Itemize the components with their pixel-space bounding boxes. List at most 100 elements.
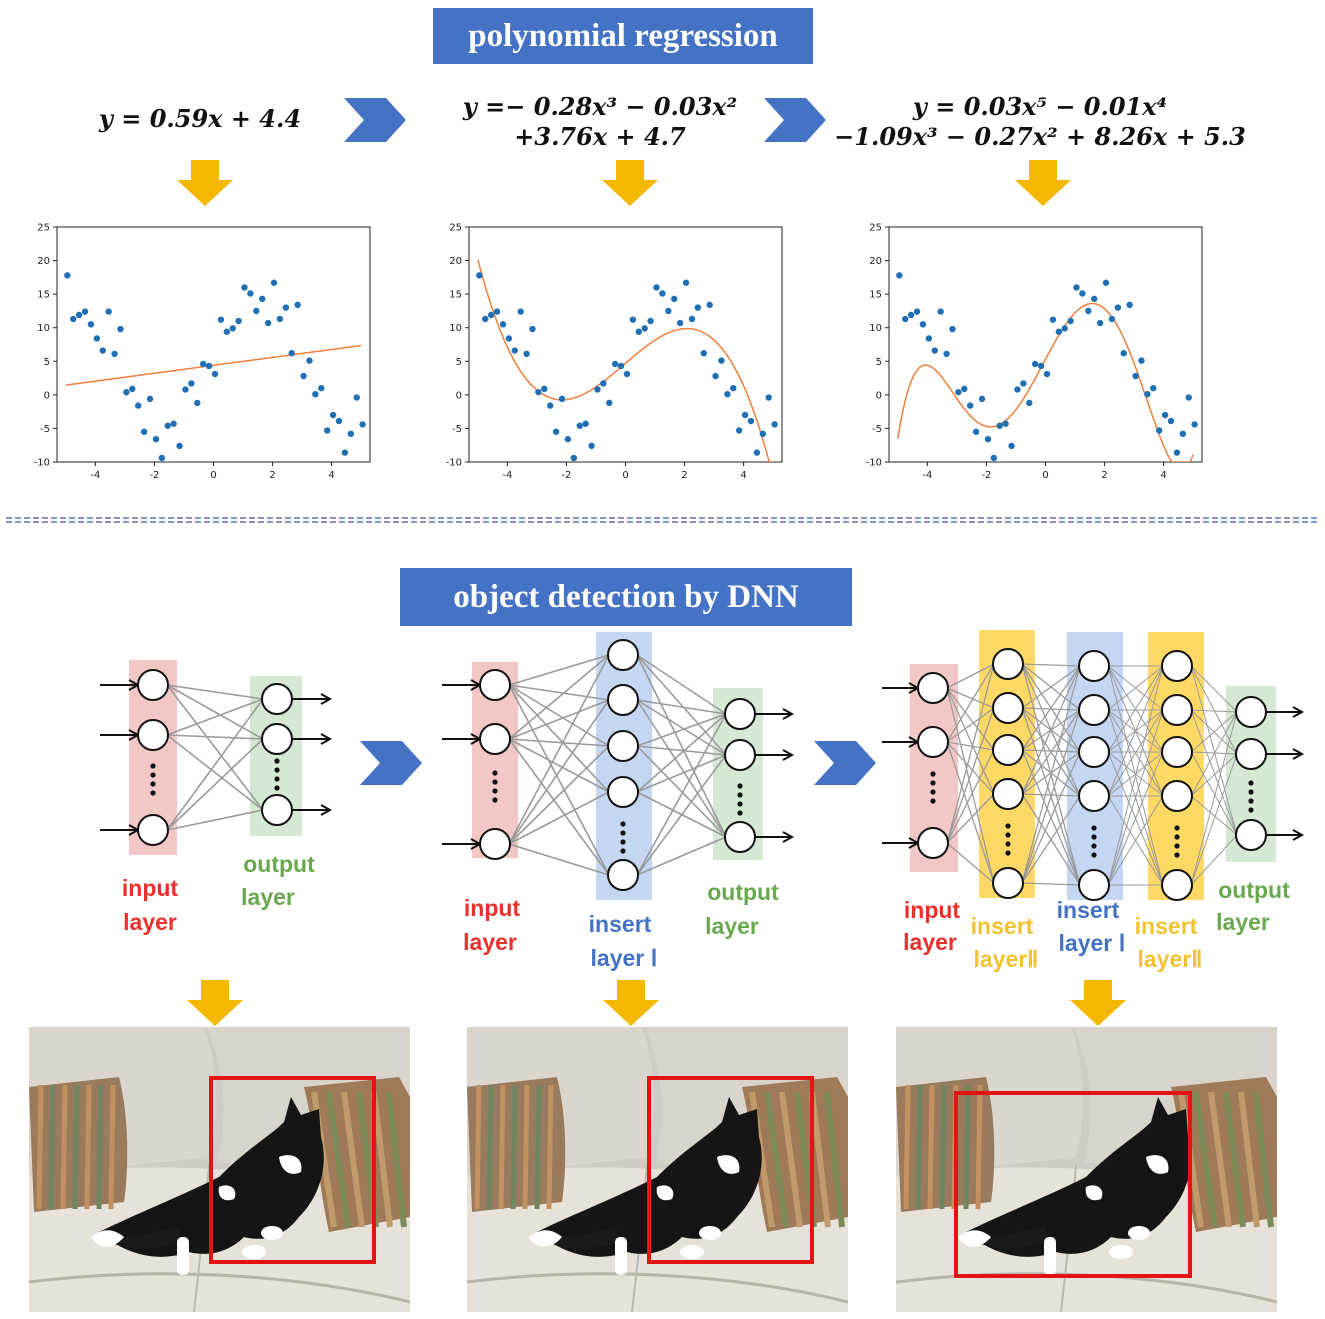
data-point <box>541 385 548 393</box>
data-point <box>1014 386 1021 393</box>
chevron-right-icon <box>814 741 876 785</box>
arrow-head <box>1292 748 1305 760</box>
neuron-node <box>607 776 639 808</box>
data-point <box>961 385 968 393</box>
data-point <box>1132 372 1139 380</box>
data-point <box>552 428 560 435</box>
data-point <box>93 335 101 342</box>
connection <box>946 687 995 709</box>
ellipsis-dot <box>1005 850 1011 856</box>
connection <box>166 734 264 811</box>
neuron-node <box>1161 780 1193 812</box>
connection <box>636 699 727 838</box>
arrow-down-icon <box>1015 160 1071 206</box>
insert-layer-1-label: layer Ⅰ <box>1059 930 1126 956</box>
ellipsis-dot <box>930 780 936 786</box>
ellipsis-dot <box>1091 852 1097 858</box>
data-point <box>1150 384 1157 392</box>
connection <box>166 734 264 740</box>
data-point <box>146 395 154 403</box>
plot-area <box>56 226 371 463</box>
data-point <box>235 317 242 325</box>
connection <box>946 687 995 751</box>
data-point <box>741 411 749 419</box>
data-point <box>318 384 325 392</box>
x-tick-label: 4 <box>328 470 334 480</box>
ellipsis-dot <box>737 801 743 807</box>
data-point <box>81 308 89 315</box>
insert-layer-1-label: insert <box>589 911 652 937</box>
data-point <box>1102 279 1110 286</box>
neuron-node <box>607 859 639 891</box>
data-point <box>925 335 933 342</box>
cat-photo-3 <box>896 1027 1277 1312</box>
input-layer-label: layer <box>463 929 517 955</box>
ellipsis-dot <box>737 810 743 816</box>
y-tick-label: -10 <box>446 458 462 469</box>
connection <box>636 654 727 756</box>
connection <box>508 699 610 740</box>
data-point <box>217 316 225 323</box>
data-point <box>1144 390 1151 398</box>
x-tick-label: 4 <box>1160 470 1166 480</box>
arrow-down-icon <box>602 160 658 206</box>
data-point <box>759 430 767 437</box>
data-point <box>75 311 83 319</box>
network-deep: input layer insert layerⅡ insert layer Ⅰ… <box>882 630 1305 972</box>
neuron-node <box>1161 869 1193 901</box>
neuron-node <box>724 739 756 771</box>
data-point <box>718 357 725 364</box>
ellipsis-dot <box>274 767 280 773</box>
data-point <box>682 279 690 286</box>
data-point <box>765 394 772 401</box>
data-point <box>535 388 542 396</box>
ellipsis-dot <box>620 848 626 854</box>
connection <box>1107 665 1164 797</box>
data-point <box>735 427 743 434</box>
data-point <box>665 307 672 315</box>
y-tick-label: 10 <box>869 323 882 334</box>
y-tick-label: 25 <box>37 223 50 234</box>
y-tick-label: 5 <box>44 357 50 368</box>
connection <box>508 843 610 876</box>
cat-bounding-box-tight <box>647 1076 814 1264</box>
connection <box>508 738 610 876</box>
ellipsis-dot <box>1174 834 1180 840</box>
data-point <box>907 311 915 319</box>
y-tick-label: 15 <box>37 290 50 301</box>
data-point <box>194 399 201 407</box>
data-point <box>1079 290 1086 297</box>
neuron-node <box>1078 736 1110 768</box>
neuron-node <box>917 827 949 859</box>
y-tick-label: 25 <box>449 223 462 234</box>
data-point <box>87 321 95 328</box>
data-point <box>635 328 642 335</box>
connection <box>1021 665 1081 795</box>
data-point <box>229 325 236 332</box>
ellipsis-dot <box>150 781 156 787</box>
data-point <box>323 427 331 434</box>
y-tick-label: 20 <box>869 256 882 267</box>
ellipsis-dot <box>1005 832 1011 838</box>
regression-title: polynomial regression <box>433 8 813 64</box>
connection <box>946 687 995 795</box>
insert-layer-2-label: layerⅡ <box>973 946 1038 972</box>
ellipsis-dot <box>1174 843 1180 849</box>
connection <box>166 684 264 811</box>
y-tick-label: 25 <box>869 223 882 234</box>
data-point <box>211 370 219 378</box>
x-tick-label: 0 <box>622 470 628 480</box>
neuron-node <box>1235 696 1267 728</box>
connection <box>946 707 995 743</box>
data-point <box>64 272 71 279</box>
ellipsis-dot <box>930 798 936 804</box>
connection <box>636 745 727 756</box>
connection <box>508 684 610 701</box>
connection <box>508 699 610 845</box>
connection <box>508 738 610 793</box>
ellipsis-dot <box>274 758 280 764</box>
data-point <box>967 402 974 409</box>
y-tick-label: -5 <box>452 424 462 435</box>
x-tick-label: 2 <box>681 470 687 480</box>
